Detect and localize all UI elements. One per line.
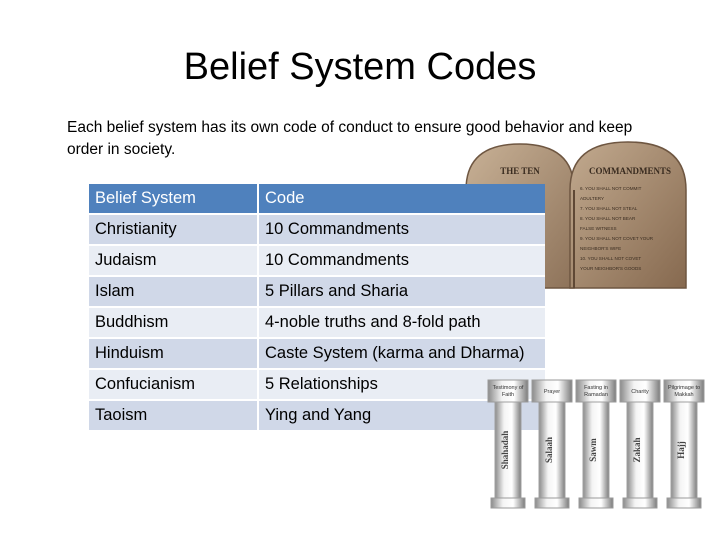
pillar-name: Shahadah (500, 431, 510, 470)
left-tablet-heading: THE TEN (500, 166, 540, 176)
pillar-name: Zakah (632, 437, 642, 462)
right-tablet-heading: COMMANDMENTS (589, 166, 671, 176)
tablet-text-line: YOUR NEIGHBOR'S GOODS (580, 266, 641, 271)
right-tablet (569, 141, 687, 289)
belief-system-cell: Buddhism (89, 308, 259, 339)
tablet-text-line: 7. YOU SHALL NOT STEAL (580, 206, 638, 211)
belief-system-cell: Judaism (89, 246, 259, 277)
tablet-text-line: ADULTERY (580, 196, 604, 201)
pillar-name: Hajj (676, 441, 686, 459)
belief-system-cell: Christianity (89, 215, 259, 246)
belief-system-cell: Confucianism (89, 370, 259, 401)
tablet-text-line: 10. YOU SHALL NOT COVET (580, 256, 641, 261)
tablet-text-line: 8. YOU SHALL NOT BEAR (580, 216, 636, 221)
pillar-name: Salaah (544, 437, 554, 463)
code-cell: 4-noble truths and 8-fold path (259, 308, 545, 339)
belief-system-cell: Hinduism (89, 339, 259, 370)
column-header: Code (259, 184, 545, 215)
slide-title: Belief System Codes (183, 46, 537, 88)
pillar-caption: Prayer (544, 389, 560, 395)
belief-system-cell: Taoism (89, 401, 259, 432)
code-cell: 10 Commandments (259, 215, 545, 246)
code-cell: 10 Commandments (259, 246, 545, 277)
pillar-caption: Charity (631, 389, 649, 395)
code-cell: 5 Pillars and Sharia (259, 277, 545, 308)
intro-text: Each belief system has its own code of c… (67, 119, 633, 158)
pillar-name: Sawm (588, 438, 598, 462)
tablet-text-line: 6. YOU SHALL NOT COMMIT (580, 186, 642, 191)
belief-system-cell: Islam (89, 277, 259, 308)
tablet-text-line: NEIGHBOR'S WIFE (580, 246, 621, 251)
tablet-text-line: FALSE WITNESS (580, 226, 617, 231)
code-cell: Caste System (karma and Dharma) (259, 339, 545, 370)
tablet-text-line: 9. YOU SHALL NOT COVET YOUR (580, 236, 654, 241)
column-header: Belief System (89, 184, 259, 215)
